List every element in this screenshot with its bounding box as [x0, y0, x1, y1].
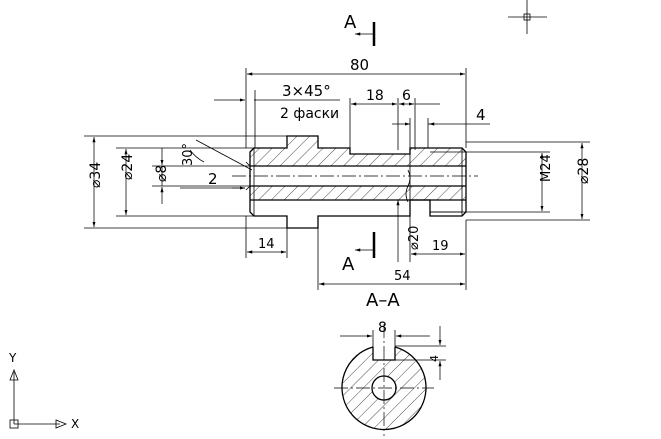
- length-54-label: 54: [394, 269, 411, 284]
- bore-depth-label: 2: [208, 170, 218, 188]
- ucs-x-label: X: [71, 417, 79, 431]
- dimension-bottom: 14 19 54 ⌀20: [245, 200, 467, 290]
- diameter-34-label: ⌀34: [88, 162, 104, 188]
- length-14-label: 14: [258, 237, 275, 252]
- overall-length-label: 80: [350, 56, 369, 74]
- section-depth-label: 4: [428, 355, 441, 362]
- ucs-y-label: Y: [8, 351, 17, 365]
- dimension-keyway: 18 6: [349, 88, 440, 150]
- angle-label: 30°: [181, 143, 196, 166]
- chamfer-count-label: 2 фаски: [280, 106, 339, 122]
- chamfer-note: 3×45° 2 фаски: [214, 82, 340, 148]
- keyway-depth-label: 4: [476, 106, 486, 124]
- key-width-label: 8: [378, 320, 387, 336]
- ucs-axes-icon: Y X: [8, 351, 79, 431]
- dimension-angle: 30°: [181, 139, 253, 171]
- diameter-20-label: ⌀20: [407, 226, 422, 250]
- diameter-24-label: ⌀24: [120, 154, 136, 180]
- section-marker-top: A: [344, 12, 376, 46]
- chamfer-size-label: 3×45°: [282, 82, 331, 100]
- dimension-keyway-depth: 4: [392, 106, 490, 148]
- keyway-offset-label: 6: [402, 88, 411, 104]
- section-view: 8 4: [334, 320, 446, 436]
- keyway-length-label: 18: [366, 88, 384, 104]
- section-title: A–A: [366, 290, 400, 311]
- section-marker-letter-bottom: A: [342, 254, 355, 275]
- length-19-label: 19: [432, 239, 449, 254]
- shaft-main-view: [232, 135, 478, 229]
- thread-label: M24: [539, 154, 554, 182]
- dimension-diameters-right: M24 ⌀28: [466, 141, 592, 221]
- dimension-diameters-left: ⌀34 ⌀24 ⌀8: [84, 135, 287, 229]
- cursor-crosshair-icon: [508, 0, 547, 34]
- section-marker-bottom: A: [342, 232, 376, 275]
- section-marker-letter-top: A: [344, 12, 357, 33]
- dimension-overall-length: 80: [245, 56, 467, 148]
- dimension-bore-depth: 2: [180, 170, 245, 190]
- diameter-8-label: ⌀8: [154, 165, 170, 182]
- diameter-28-label: ⌀28: [576, 158, 592, 184]
